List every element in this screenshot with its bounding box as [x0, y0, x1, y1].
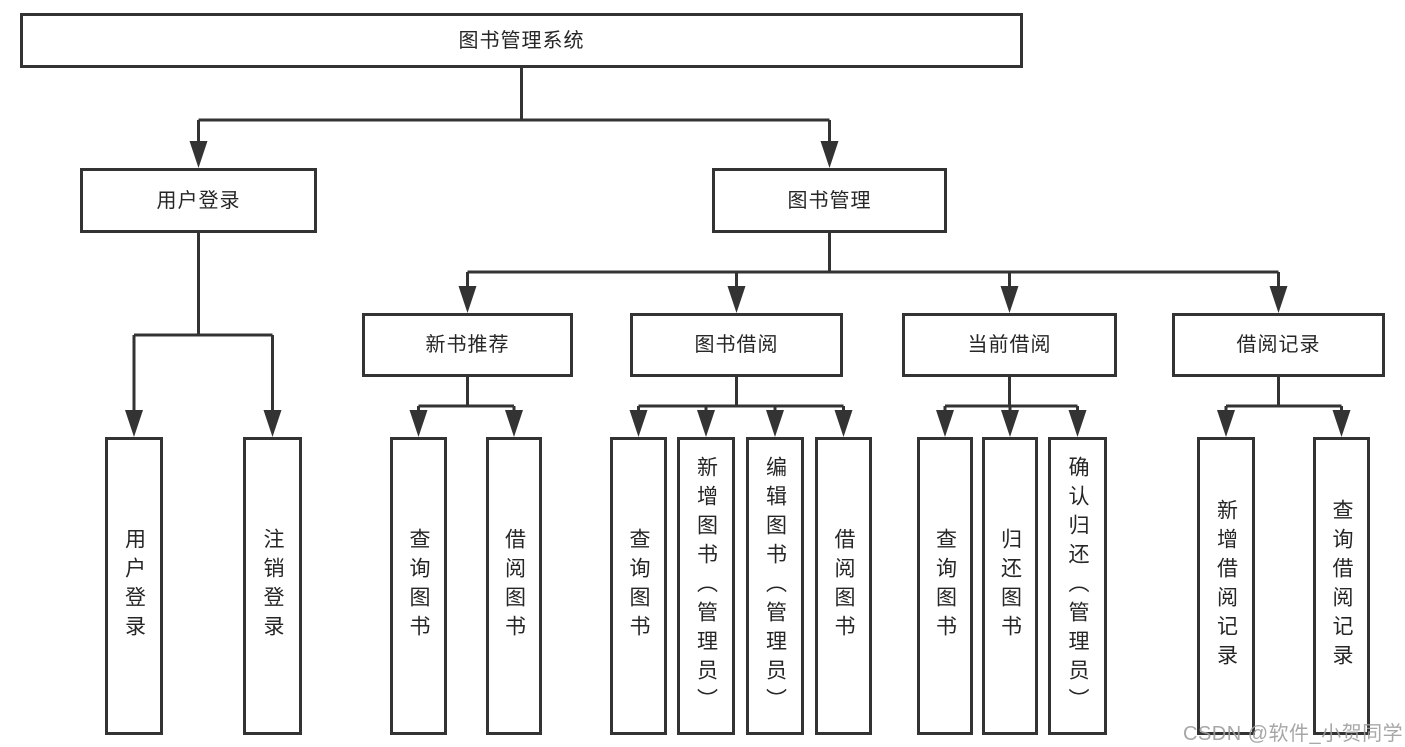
leaf-query-books-borrowing: 查询图书 — [610, 437, 667, 735]
node-book-management: 图书管理 — [712, 168, 947, 233]
node-label: 当前借阅 — [967, 334, 1052, 356]
node-label: 新书推荐 — [425, 334, 510, 356]
node-label: 图书借阅 — [694, 334, 779, 356]
edge-borrowing-records-children — [1224, 377, 1343, 413]
edge-user-login-children — [132, 233, 274, 413]
node-label: 用户登录 — [156, 189, 241, 212]
edge-book-borrowing-children — [637, 377, 845, 413]
leaf-borrow-books: 借阅图书 — [815, 437, 872, 735]
leaf-return-books: 归还图书 — [982, 437, 1038, 735]
node-borrowing-records: 借阅记录 — [1172, 313, 1385, 377]
node-library-management-system: 图书管理系统 — [20, 13, 1023, 68]
node-label: 借阅图书 — [502, 528, 526, 644]
leaf-edit-books-admin: 编辑图书（管理员） — [746, 437, 804, 735]
node-label: 确认归还（管理员） — [1066, 455, 1089, 717]
node-label: 查询借阅记录 — [1330, 499, 1353, 673]
node-book-borrowing: 图书借阅 — [630, 313, 843, 377]
leaf-query-borrow-record: 查询借阅记录 — [1313, 437, 1370, 735]
leaf-add-borrow-record: 新增借阅记录 — [1197, 437, 1255, 735]
node-label: 查询图书 — [407, 528, 430, 644]
leaf-query-books-recommend: 查询图书 — [390, 437, 447, 735]
node-label: 借阅图书 — [832, 528, 855, 644]
leaf-user-login: 用户登录 — [105, 437, 163, 735]
node-label: 归还图书 — [998, 528, 1022, 644]
leaf-borrow-books-recommend: 借阅图书 — [486, 437, 542, 735]
node-current-borrowing: 当前借阅 — [902, 313, 1117, 377]
node-label: 图书管理 — [787, 189, 872, 212]
node-new-book-recommendation: 新书推荐 — [362, 313, 573, 377]
csdn-watermark: CSDN @软件_小贺同学 — [1183, 723, 1404, 745]
node-label: 新增图书（管理员） — [694, 455, 718, 717]
node-label: 查询图书 — [627, 528, 650, 644]
node-label: 用户登录 — [122, 528, 146, 644]
node-user-login: 用户登录 — [80, 168, 317, 233]
leaf-add-books-admin: 新增图书（管理员） — [677, 437, 735, 735]
node-label: 借阅记录 — [1236, 334, 1321, 356]
edge-book-management-children — [466, 233, 1280, 289]
node-label: 编辑图书（管理员） — [763, 455, 787, 717]
node-label: 查询图书 — [933, 528, 957, 644]
leaf-confirm-return-admin: 确认归还（管理员） — [1048, 437, 1107, 735]
node-label: 新增借阅记录 — [1214, 499, 1238, 673]
leaf-query-books-current: 查询图书 — [917, 437, 973, 735]
node-label: 注销登录 — [261, 528, 284, 644]
edge-new-book-children — [417, 377, 516, 413]
edge-root-to-level2 — [197, 68, 831, 144]
node-label: 图书管理系统 — [458, 29, 585, 52]
leaf-logout: 注销登录 — [243, 437, 302, 735]
edge-current-borrowing-children — [943, 377, 1079, 413]
